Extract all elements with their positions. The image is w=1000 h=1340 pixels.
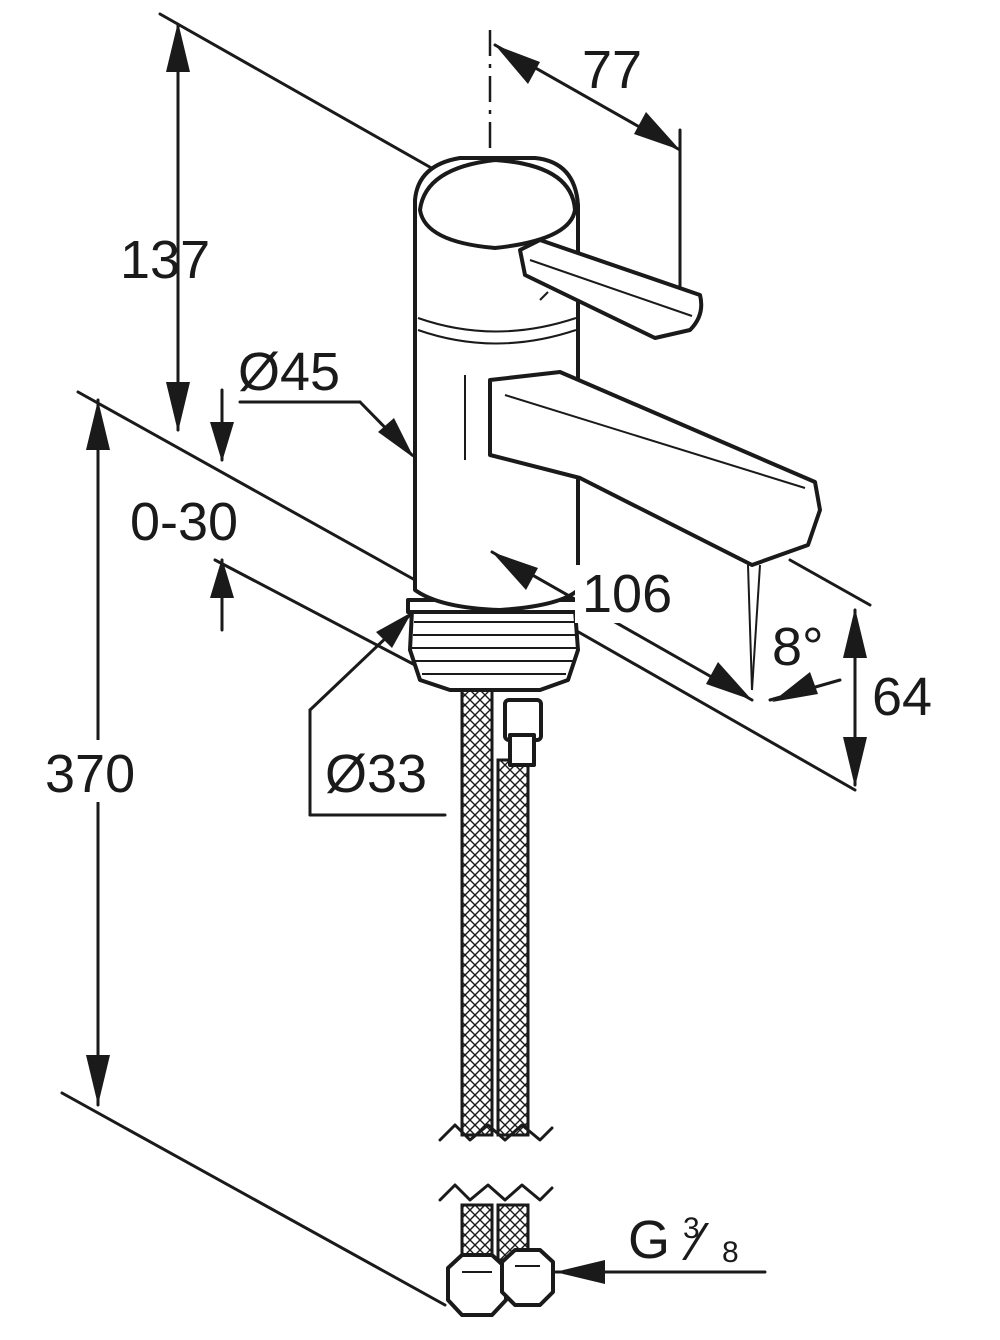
- cartridge-cap: [418, 158, 577, 250]
- dim-d45: Ø45: [238, 342, 414, 458]
- dim-8deg-label: 8°: [772, 617, 824, 677]
- dim-d33: Ø33: [308, 612, 447, 817]
- dim-g38: G 3 ⁄ 8: [554, 1210, 767, 1284]
- dim-d33-label: Ø33: [325, 744, 427, 804]
- dim-77-label: 77: [582, 40, 642, 100]
- dim-d45-label: Ø45: [238, 342, 340, 402]
- hose-nut-right: [500, 1248, 555, 1307]
- dim-370: 370: [40, 398, 158, 1107]
- dim-g38-prefix: G: [628, 1210, 670, 1270]
- dim-0-30-label: 0-30: [130, 492, 238, 552]
- dim-64-label: 64: [872, 667, 932, 727]
- supply-hoses: [438, 688, 555, 1317]
- dim-77: 77: [493, 40, 682, 152]
- dim-g38-numerator: 3: [683, 1212, 700, 1245]
- lever-handle: [518, 238, 704, 340]
- hose-nut-left: [446, 1253, 508, 1317]
- dim-0-30: 0-30: [130, 388, 238, 632]
- dim-137-label: 137: [120, 230, 210, 290]
- dim-106: 106: [490, 550, 754, 702]
- dim-370-label: 370: [45, 744, 135, 804]
- dim-8deg: 8°: [768, 617, 842, 702]
- dim-137: 137: [120, 22, 210, 432]
- dim-64: 64: [843, 608, 932, 787]
- spout: [488, 370, 822, 691]
- dim-g38-denominator: 8: [722, 1236, 739, 1269]
- extension-lines: [60, 12, 872, 1307]
- dim-106-label: 106: [582, 564, 672, 624]
- mounting-shank: [406, 598, 582, 692]
